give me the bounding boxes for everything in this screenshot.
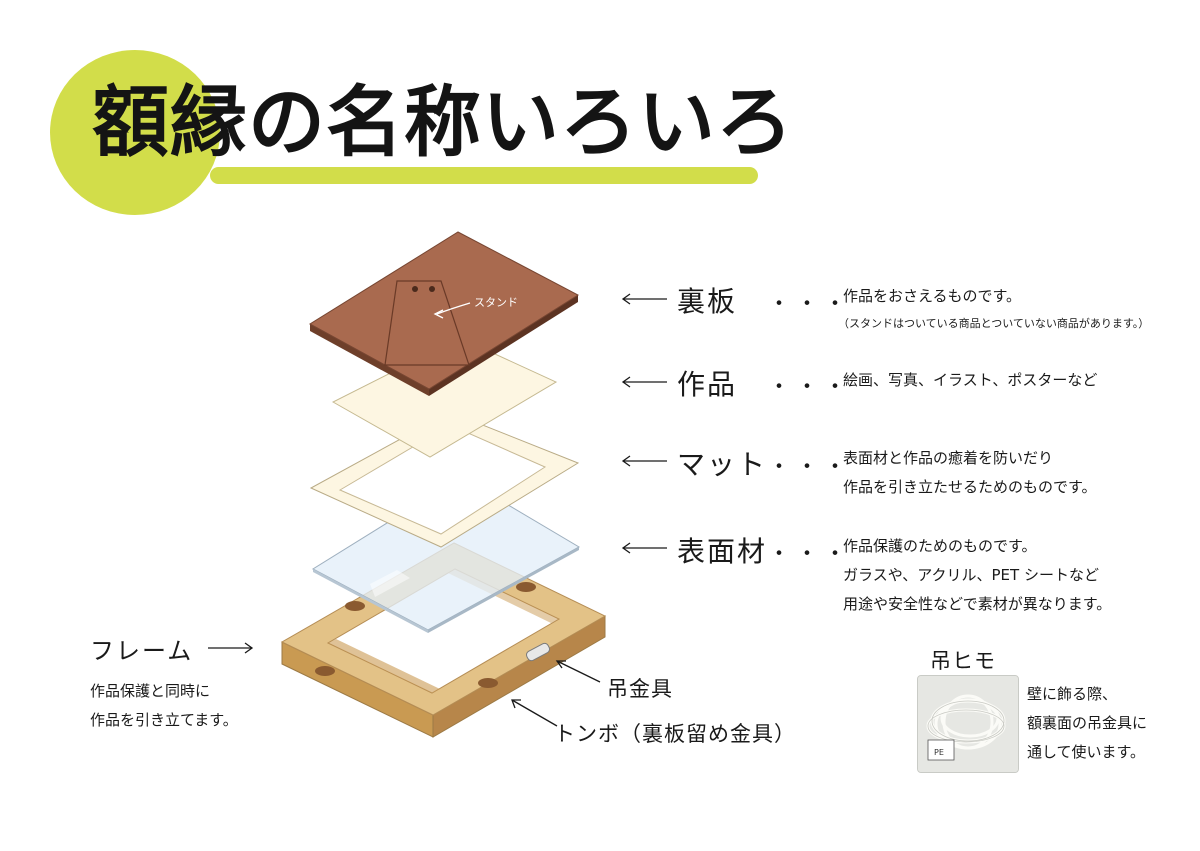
cord-package-photo: PE: [917, 675, 1019, 773]
package-mark: PE: [934, 748, 944, 757]
hanging-hook: [525, 642, 551, 662]
desc-mat-line-2: 作品を引き立たせるためのものです。: [843, 478, 1097, 496]
note-back-board: （スタンドはついている商品とついていない商品があります。）: [838, 317, 1150, 330]
cord-label: 吊ヒモ: [930, 649, 996, 673]
tonbo-fastener-2: [516, 582, 536, 592]
frame-desc: 作品保護と同時に 作品を引き立てます。: [90, 677, 238, 735]
part-name-glazing: 表面材: [677, 535, 768, 568]
glazing-illustration: [311, 476, 581, 633]
tonbo-label: トンボ（裏板留め金具）: [554, 722, 796, 746]
page-title: 額縁の名称いろいろ: [92, 79, 794, 168]
cord-desc-line-1: 壁に飾る際、: [1027, 685, 1118, 703]
stand: [384, 280, 470, 366]
frame-illustration: [280, 542, 607, 738]
title-accent-circle: [50, 50, 220, 215]
tonbo-fastener-1: [345, 601, 365, 611]
desc-glazing: 作品保護のためのものです。 ガラスや、アクリル、PET シートなど 用途や安全性…: [843, 532, 1111, 619]
cord-coil-icon: PE: [918, 676, 1018, 772]
desc-glazing-line-1: 作品保護のためのものです。: [843, 537, 1037, 555]
desc-mat: 表面材と作品の癒着を防いだり 作品を引き立たせるためのものです。: [843, 444, 1097, 502]
dots-glazing: ・・・: [768, 542, 853, 567]
back-board-illustration: スタンド: [309, 231, 580, 396]
frame-desc-line-1: 作品保護と同時に: [90, 682, 211, 700]
stand-label: スタンド: [474, 296, 518, 309]
part-name-mat: マット: [677, 448, 768, 481]
desc-glazing-line-2: ガラスや、アクリル、PET シートなど: [843, 566, 1099, 584]
title-underline: [210, 167, 758, 184]
cord-desc-line-2: 額裏面の吊金具に: [1027, 714, 1148, 732]
cord-desc: 壁に飾る際、 額裏面の吊金具に 通して使います。: [1027, 680, 1147, 767]
desc-glazing-line-3: 用途や安全性などで素材が異なります。: [843, 595, 1112, 613]
part-name-artwork: 作品: [677, 368, 738, 401]
hook-label: 吊金具: [607, 677, 673, 701]
dots-back-board: ・・・: [768, 292, 853, 317]
frame-label: フレーム: [90, 637, 194, 665]
tonbo-fastener-4: [478, 678, 498, 688]
dots-mat: ・・・: [768, 455, 853, 480]
desc-mat-line-1: 表面材と作品の癒着を防いだり: [843, 449, 1054, 467]
callout-arrows: [208, 293, 667, 727]
dots-artwork: ・・・: [768, 375, 853, 400]
part-name-back-board: 裏板: [677, 285, 738, 318]
desc-artwork: 絵画、写真、イラスト、ポスターなど: [843, 371, 1098, 389]
desc-back-board: 作品をおさえるものです。: [843, 287, 1022, 305]
tonbo-fastener-3: [315, 666, 335, 676]
cord-desc-line-3: 通して使います。: [1027, 743, 1146, 761]
frame-desc-line-2: 作品を引き立てます。: [90, 711, 238, 729]
